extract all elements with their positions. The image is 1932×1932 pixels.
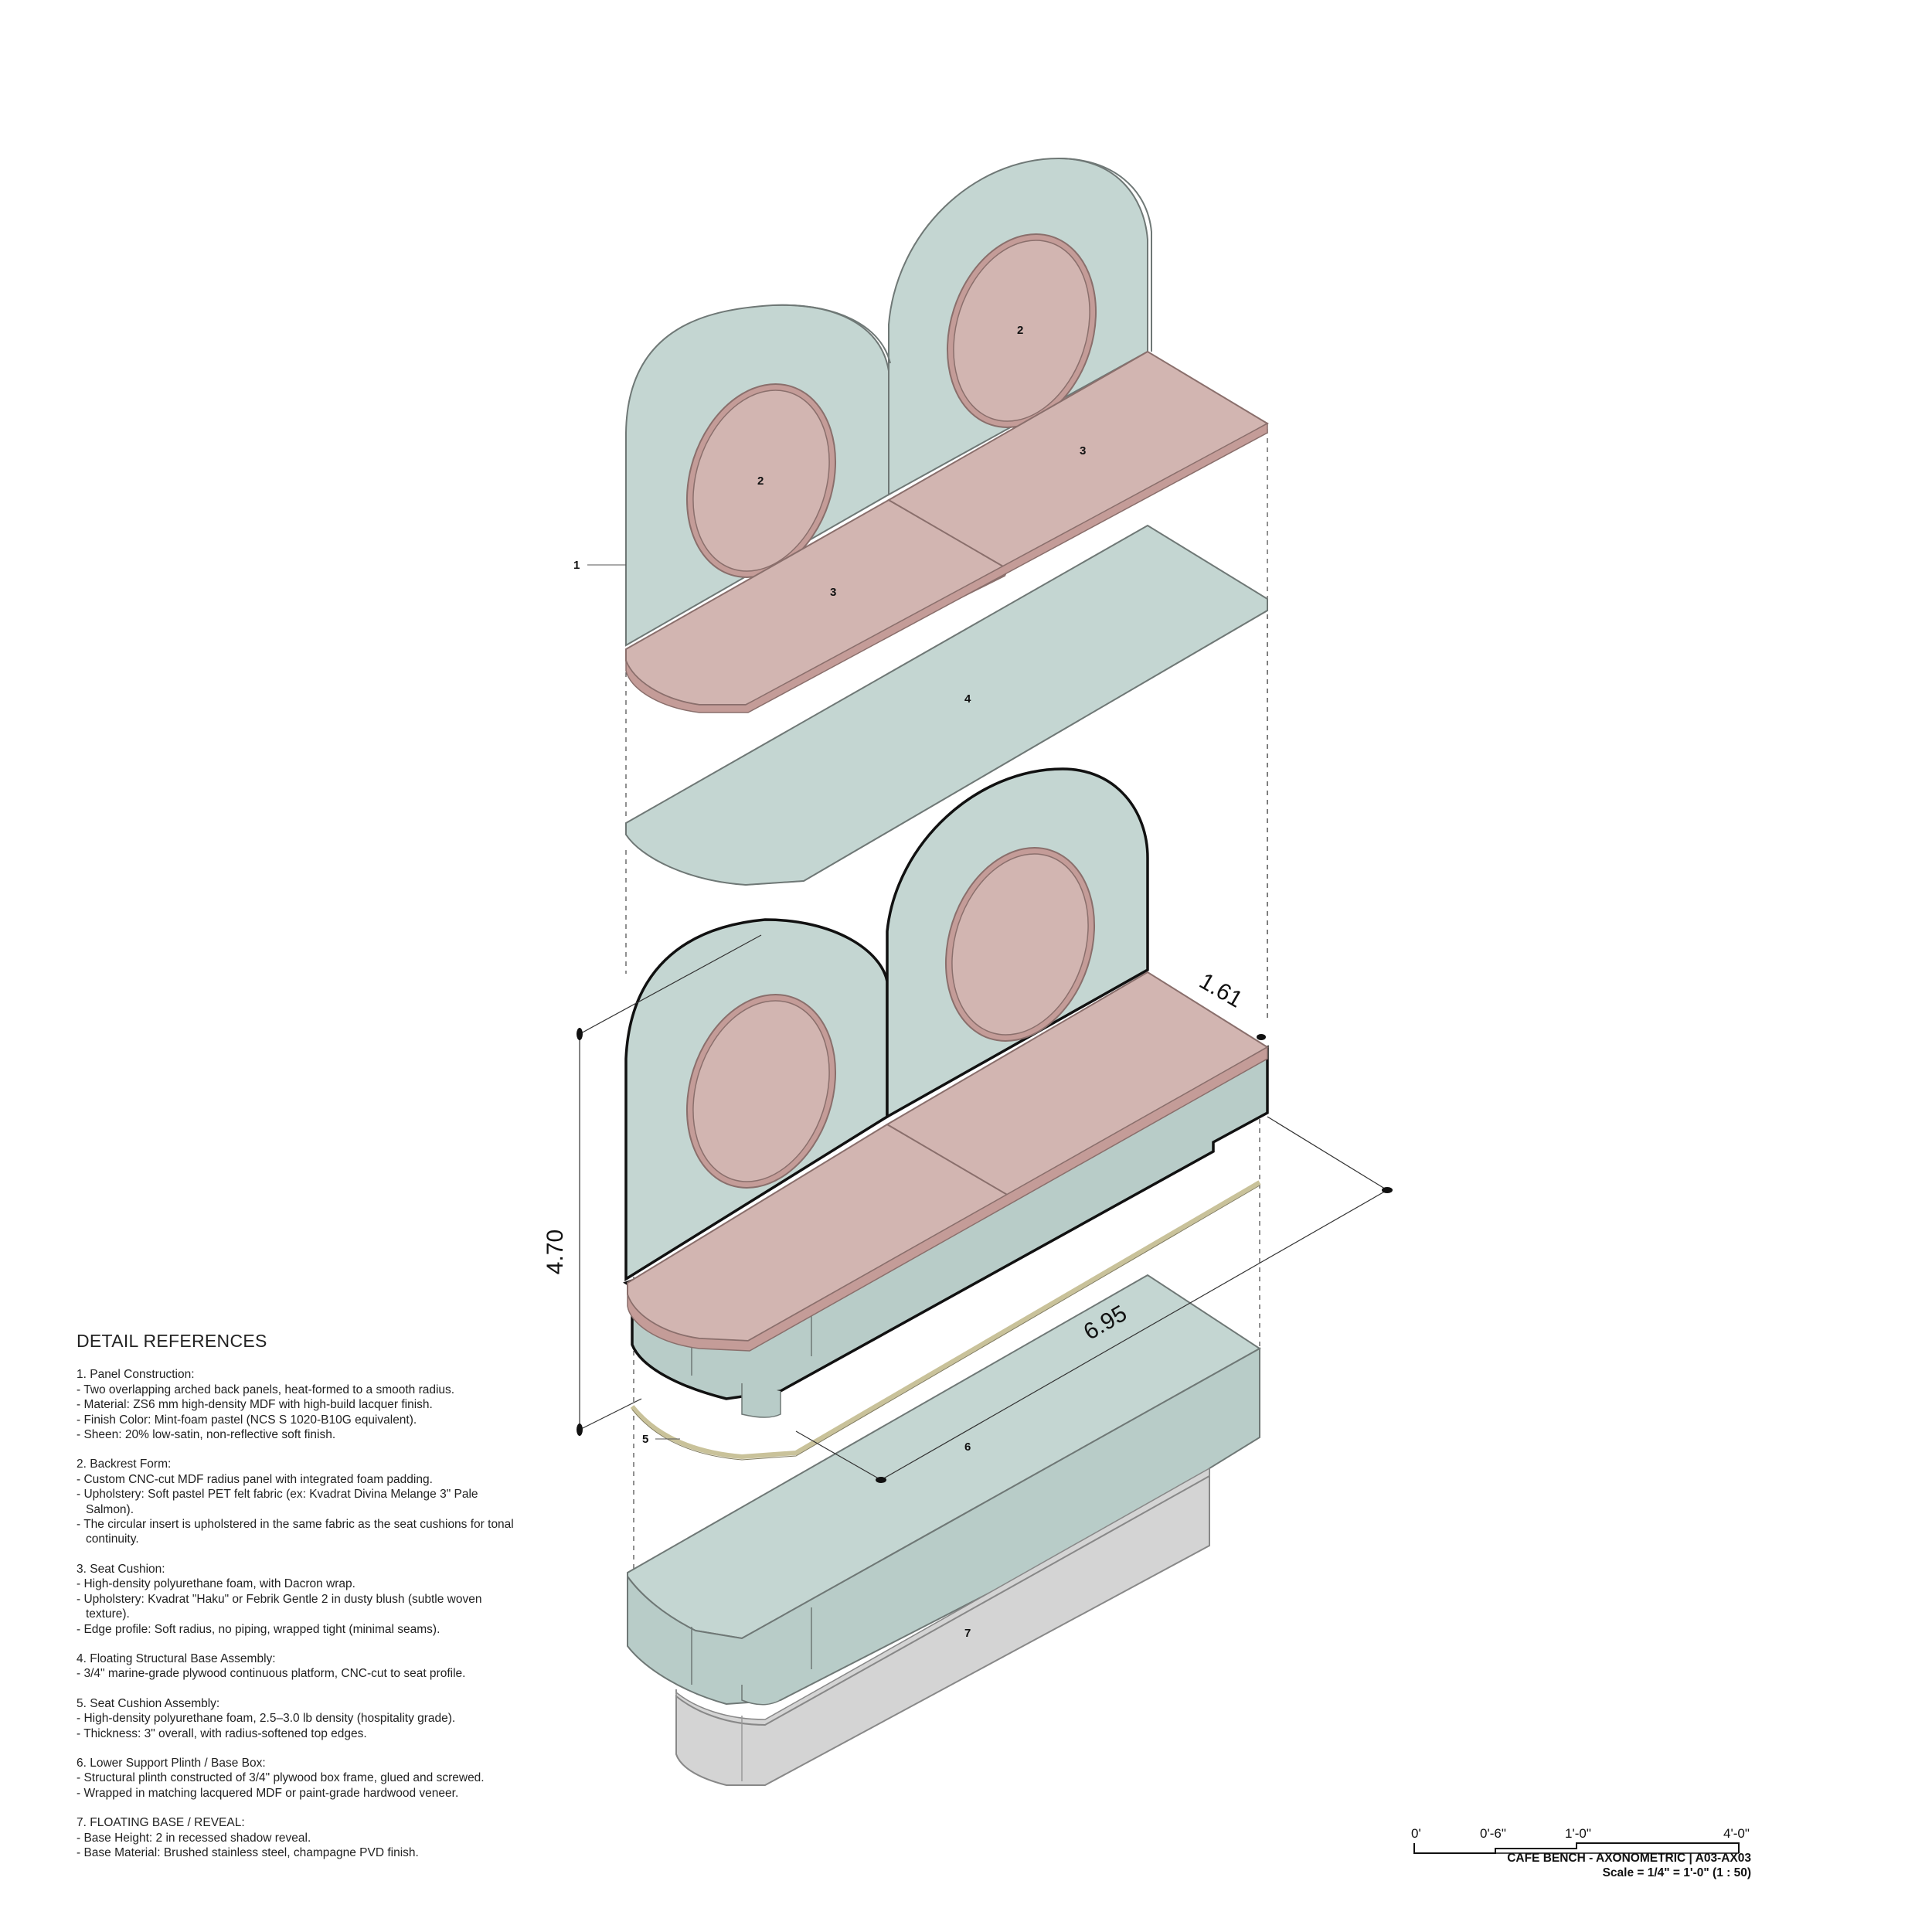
callout-2-left: 2 <box>757 474 764 488</box>
reference-item: - Two overlapping arched back panels, he… <box>77 1383 455 1396</box>
scale-bar: 0' 0'-6" 1'-0" 4'-0" <box>1411 1826 1750 1854</box>
scale-label-6in: 0'-6" <box>1480 1826 1506 1841</box>
reference-item: - Finish Color: Mint-foam pastel (NCS S … <box>77 1413 417 1427</box>
reference-item: - The circular insert is upholstered in … <box>77 1518 514 1546</box>
reference-item: - Base Height: 2 in recessed shadow reve… <box>77 1831 311 1845</box>
reference-heading: 1. Panel Construction: <box>77 1368 195 1382</box>
callout-4: 4 <box>964 692 971 706</box>
reference-section: 4. Floating Structural Base Assembly: - 3… <box>77 1651 529 1682</box>
reference-heading: 3. Seat Cushion: <box>77 1562 165 1576</box>
scale-label-0: 0' <box>1411 1826 1421 1841</box>
assembled-right-circle <box>944 846 1096 1043</box>
reference-item: - 3/4" marine-grade plywood continuous p… <box>77 1667 466 1681</box>
reference-section: 1. Panel Construction:- Two overlapping … <box>77 1367 529 1442</box>
callout-2-right: 2 <box>1017 324 1023 337</box>
reference-item: - Edge profile: Soft radius, no piping, … <box>77 1622 440 1636</box>
title-block: CAFE BENCH - AXONOMETRIC | A03-AX03 Scal… <box>1391 1851 1751 1880</box>
reference-item: - Structural plinth constructed of 3/4" … <box>77 1771 485 1785</box>
callout-1: 1 <box>573 559 580 572</box>
callout-leaders <box>587 564 680 1440</box>
dimension-endpoints <box>577 1028 1393 1483</box>
drawing-scale: Scale = 1/4" = 1'-0" (1 : 50) <box>1602 1866 1751 1879</box>
reference-heading: 2. Backrest Form: <box>77 1458 172 1471</box>
reference-item: - Material: ZS6 mm high-density MDF with… <box>77 1398 433 1412</box>
reference-item: - Sheen: 20% low-satin, non-reflective s… <box>77 1428 336 1442</box>
right-circle-insert <box>946 233 1097 429</box>
reference-item: - Base Material: Brushed stainless steel… <box>77 1845 419 1859</box>
scale-label-4ft: 4'-0" <box>1723 1826 1750 1841</box>
reference-section: 6. Lower Support Plinth / Base Box:- Str… <box>77 1756 529 1801</box>
reference-heading: 4. Floating Structural Base Assembly: <box>77 1651 276 1665</box>
assembled-left-circle <box>685 993 837 1189</box>
floating-base <box>675 1467 1210 1786</box>
lower-plinth <box>627 1274 1261 1706</box>
reference-heading: 6. Lower Support Plinth / Base Box: <box>77 1756 266 1770</box>
detail-references: DETAIL REFERENCES 1. Panel Construction:… <box>77 1331 529 1875</box>
assembled-bench <box>623 767 1269 1418</box>
detail-references-title: DETAIL REFERENCES <box>77 1331 267 1351</box>
reference-item: - Custom CNC-cut MDF radius panel with i… <box>77 1472 433 1486</box>
reference-item: - Upholstery: Kvadrat "Haku" or Febrik G… <box>77 1592 482 1621</box>
reference-item: - Wrapped in matching lacquered MDF or p… <box>77 1786 459 1800</box>
reference-section: 2. Backrest Form:- Custom CNC-cut MDF ra… <box>77 1457 529 1546</box>
reference-heading: 7. FLOATING BASE / REVEAL: <box>77 1816 245 1830</box>
seat-cushions-top <box>625 350 1269 713</box>
reference-section: 7. FLOATING BASE / REVEAL:- Base Height:… <box>77 1815 529 1860</box>
left-circle-insert <box>685 383 837 579</box>
reference-item: - High-density polyurethane foam, with D… <box>77 1577 355 1591</box>
reference-item: - Thickness: 3" overall, with radius-sof… <box>77 1726 367 1740</box>
reference-item: - High-density polyurethane foam, 2.5–3.… <box>77 1712 456 1726</box>
detail-references-sections: 1. Panel Construction:- Two overlapping … <box>77 1367 529 1860</box>
reference-section: 5. Seat Cushion Assembly: - High-density … <box>77 1696 529 1741</box>
drawing-title: CAFE BENCH - AXONOMETRIC | A03-AX03 <box>1507 1852 1751 1865</box>
reference-item: - Upholstery: Soft pastel PET felt fabri… <box>77 1488 478 1516</box>
scale-label-1ft: 1'-0" <box>1565 1826 1591 1841</box>
callout-3-left: 3 <box>830 586 836 599</box>
callout-7: 7 <box>964 1627 971 1640</box>
callout-5: 5 <box>642 1433 648 1446</box>
dimension-height: 4.70 <box>543 1230 568 1274</box>
reveal-ring <box>630 1180 1261 1460</box>
dimension-lines <box>579 934 1388 1481</box>
reference-section: 3. Seat Cushion:- High-density polyureth… <box>77 1562 529 1637</box>
exploded-backrest-seat <box>625 157 1269 886</box>
callout-3-right: 3 <box>1080 444 1086 457</box>
callout-6: 6 <box>964 1440 971 1454</box>
reference-heading: 5. Seat Cushion Assembly: <box>77 1696 220 1710</box>
